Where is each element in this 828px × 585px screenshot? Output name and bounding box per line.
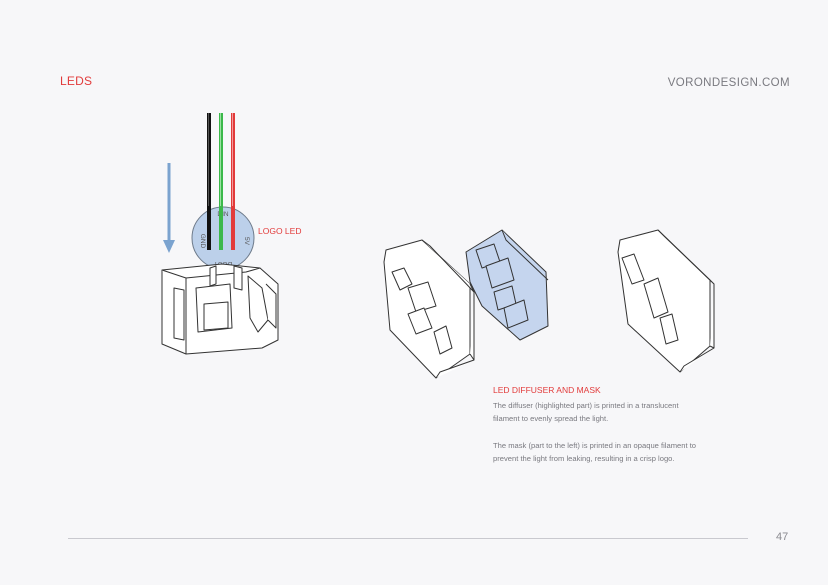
insert-arrow-icon <box>163 163 175 253</box>
diffuser-mask-illustration <box>383 229 549 379</box>
diffuser-part <box>465 229 549 341</box>
assembled-part-illustration <box>617 229 715 373</box>
wire-black <box>207 113 211 248</box>
pin-label-5v: 5V <box>243 237 250 246</box>
wire-red <box>231 113 235 248</box>
wire-green <box>219 113 223 248</box>
footer-divider <box>68 538 748 539</box>
housing <box>161 263 279 355</box>
logo-led-illustration: GND DIN 5V DOUT <box>161 113 279 355</box>
site-url: VORONDESIGN.COM <box>667 77 790 89</box>
pin-label-dout: DOUT <box>214 260 232 267</box>
section-title: LEDS <box>60 74 93 88</box>
page-number: 47 <box>776 531 789 543</box>
pin-label-gnd: GND <box>199 234 206 249</box>
assembled-part <box>617 229 715 373</box>
logo-led-callout: LOGO LED <box>258 226 302 236</box>
pin-label-din: DIN <box>217 211 229 218</box>
caption-paragraph-2: The mask (part to the left) is printed i… <box>493 441 697 463</box>
caption-title: LED DIFFUSER AND MASK <box>493 385 601 395</box>
mask-part <box>383 239 475 379</box>
caption-paragraph-1: The diffuser (highlighted part) is print… <box>493 401 679 423</box>
